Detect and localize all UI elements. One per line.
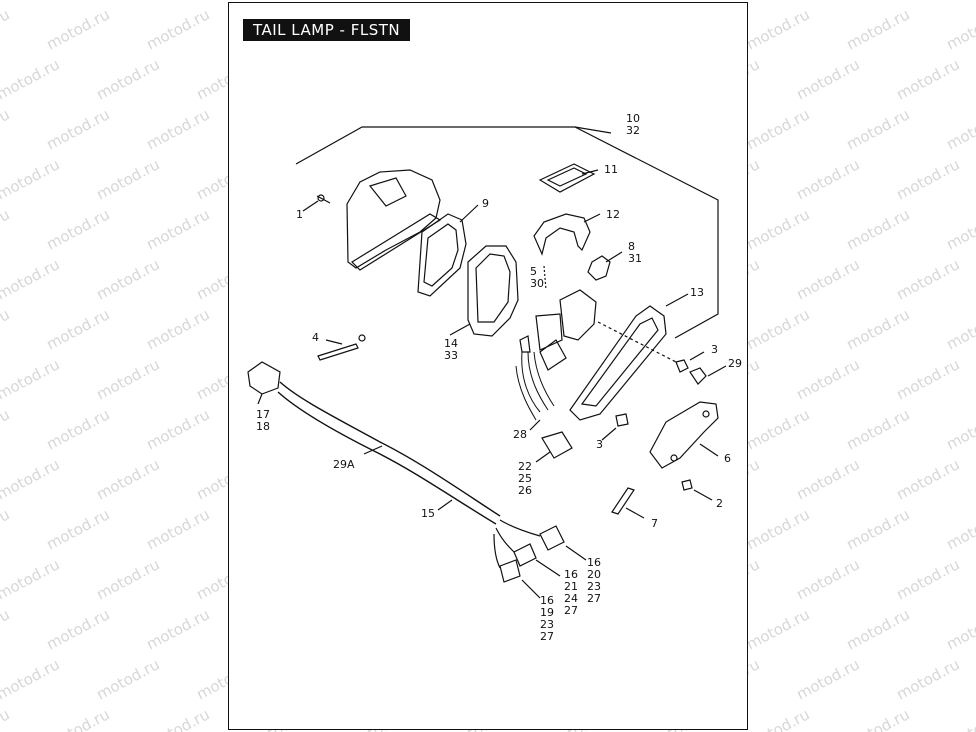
callout-label: 22 <box>518 460 532 473</box>
callout-label: 33 <box>444 349 458 362</box>
gasket <box>417 213 467 297</box>
part-3-nut-lower <box>615 413 629 427</box>
callout-label: 6 <box>724 452 731 465</box>
part-6-bracket <box>649 401 719 469</box>
callout-label: 5 <box>530 265 537 278</box>
diagram-frame <box>228 2 748 730</box>
callout-label: 18 <box>256 420 270 433</box>
part-28-wires <box>515 351 555 421</box>
callout-labels: 1233453067831910321112131433151620232716… <box>256 112 742 643</box>
callout-label: 13 <box>690 286 704 299</box>
callout-label: 12 <box>606 208 620 221</box>
part-1-screw <box>316 194 331 204</box>
callout-label: 25 <box>518 472 532 485</box>
callout-label: 8 <box>628 240 635 253</box>
lamp-socket-assembly <box>519 289 597 371</box>
branch-connectors <box>493 519 565 583</box>
callout-label: 32 <box>626 124 640 137</box>
callout-label: 29 <box>728 357 742 370</box>
part-29-bulb <box>689 367 707 385</box>
callout-label: 9 <box>482 197 489 210</box>
part-11-gasket <box>538 163 596 193</box>
part-22-connector <box>541 431 573 459</box>
part-17-connector <box>247 361 281 395</box>
callout-label: 29A <box>333 458 355 471</box>
callout-label: 27 <box>540 630 554 643</box>
callout-label: 16 <box>540 594 554 607</box>
callout-label: 17 <box>256 408 270 421</box>
part-7-clip <box>611 487 635 515</box>
callout-label: 11 <box>604 163 618 176</box>
part-4-cable-tie <box>317 334 366 361</box>
callout-label: 15 <box>421 507 435 520</box>
part-13-gasket <box>569 305 667 421</box>
part-2-nut <box>681 479 693 491</box>
callout-label: 27 <box>587 592 601 605</box>
callout-label: 20 <box>587 568 601 581</box>
diagram-title: TAIL LAMP - FLSTN <box>243 19 411 41</box>
callout-label: 24 <box>564 592 578 605</box>
callout-label: 16 <box>587 556 601 569</box>
part-15-harness <box>277 381 501 525</box>
callout-label: 3 <box>711 343 718 356</box>
callout-label: 1 <box>296 208 303 221</box>
group-bracket <box>295 126 719 339</box>
callout-label: 21 <box>564 580 578 593</box>
callout-label: 30 <box>530 277 544 290</box>
part-3-nut <box>675 359 689 373</box>
part-14-lens <box>467 245 519 337</box>
callout-label: 31 <box>628 252 642 265</box>
callout-label: 7 <box>651 517 658 530</box>
part-8-bulb <box>587 255 611 281</box>
callout-label: 23 <box>587 580 601 593</box>
part-12-cover <box>533 213 591 256</box>
callout-label: 16 <box>564 568 578 581</box>
callout-label: 27 <box>564 604 578 617</box>
callout-label: 28 <box>513 428 527 441</box>
callout-label: 19 <box>540 606 554 619</box>
callout-label: 14 <box>444 337 458 350</box>
callout-label: 4 <box>312 331 319 344</box>
callout-label: 26 <box>518 484 532 497</box>
callout-label: 10 <box>626 112 640 125</box>
callout-label: 3 <box>596 438 603 451</box>
callout-label: 23 <box>540 618 554 631</box>
callout-label: 2 <box>716 497 723 510</box>
